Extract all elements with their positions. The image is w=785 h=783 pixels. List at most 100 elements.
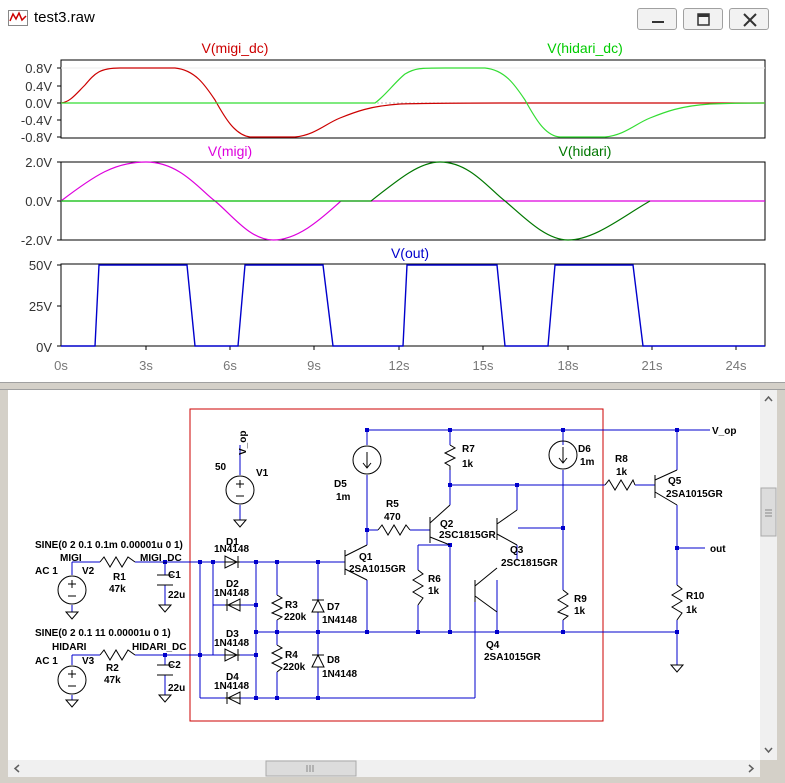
d6-value: 1m: [580, 457, 595, 468]
trace-label-migi-dc: V(migi_dc): [202, 40, 269, 56]
v3-sine: SINE(0 2 0.1 11 0.00001u 0 1): [35, 628, 171, 639]
r10-resistor: [671, 584, 683, 621]
v1-value: 50: [215, 462, 227, 473]
q3-transistor: [496, 509, 518, 546]
r10-ref: R10: [686, 591, 705, 602]
q5-ref: Q5: [668, 476, 682, 487]
r4-resistor: [270, 644, 284, 673]
r6-resistor: [412, 569, 424, 606]
schematic-window: 50 V1 V_op V_op D5 1m D6 1m R7 1k R8 1k …: [0, 390, 785, 783]
d3-ref: D3: [226, 629, 239, 640]
v2-ref: V2: [82, 566, 95, 577]
junction-dots: [163, 428, 679, 700]
r4-ref: R4: [285, 650, 298, 661]
xtick-label: 18s: [558, 358, 579, 373]
d6-current-source: [548, 440, 578, 470]
scroll-right-icon: [748, 764, 755, 773]
hidari-net-label: HIDARI: [52, 642, 87, 653]
d5-ref: D5: [334, 479, 347, 490]
r8-resistor: [604, 478, 636, 491]
d3-diode: [224, 648, 240, 662]
maximize-button[interactable]: [683, 8, 723, 30]
c1-value: 22u: [168, 590, 185, 601]
pane-3-frame: [60, 263, 766, 347]
r5-resistor: [377, 524, 411, 536]
c1-capacitor: [157, 574, 173, 586]
v2-ac: AC 1: [35, 566, 58, 577]
waveform-viewer[interactable]: V(migi_dc) V(hidari_dc) V(migi) V(hidari…: [0, 38, 785, 382]
d2-value: 1N4148: [214, 588, 249, 599]
vop-net-label-1: V_op: [238, 431, 249, 455]
v2-sine: SINE(0 2 0.1 0.1m 0.00001u 0 1): [35, 540, 183, 551]
c1-ref: C1: [168, 570, 181, 581]
pane-1-frame: [60, 59, 766, 139]
scroll-down-icon: [764, 747, 773, 754]
v1-ref: V1: [256, 468, 269, 479]
q4-ref: Q4: [486, 640, 500, 651]
q5-transistor: [654, 469, 678, 506]
r1-value: 47k: [109, 584, 126, 595]
d1-value: 1N4148: [214, 544, 249, 555]
q4-transistor: [474, 567, 498, 613]
r5-value: 470: [384, 512, 401, 523]
r9-value: 1k: [574, 606, 586, 617]
q5-value: 2SA1015GR: [666, 489, 723, 500]
ytick-label: 0.8V: [25, 61, 52, 76]
minimize-button[interactable]: [637, 8, 677, 30]
ytick-label: -0.4V: [21, 113, 52, 128]
ytick-label: 0.0V: [25, 194, 52, 209]
trace-label-out: V(out): [391, 245, 429, 261]
ytick-label: -2.0V: [21, 233, 52, 248]
trace-out: [61, 264, 765, 347]
d2-ref: D2: [226, 579, 239, 590]
d7-ref: D7: [327, 602, 340, 613]
vertical-scroll-thumb: [760, 487, 777, 537]
d1-ref: D1: [226, 537, 239, 548]
trace-hidari: [61, 161, 651, 241]
r7-value: 1k: [462, 459, 474, 470]
vertical-scrollbar[interactable]: [760, 390, 777, 760]
d8-value: 1N4148: [322, 669, 357, 680]
xtick-label: 21s: [642, 358, 663, 373]
xtick-label: 24s: [726, 358, 747, 373]
trace-hidari-dc: [61, 67, 766, 138]
v3-ac: AC 1: [35, 656, 58, 667]
r10-value: 1k: [686, 605, 698, 616]
d7-diode: [311, 598, 325, 613]
ytick-label: 0.0V: [25, 96, 52, 111]
trace-label-hidari-dc: V(hidari_dc): [547, 40, 622, 56]
ytick-label: 0V: [36, 340, 52, 355]
xtick-label: 6s: [223, 358, 237, 373]
horizontal-scrollbar[interactable]: [8, 760, 760, 777]
scroll-up-icon: [764, 395, 773, 402]
trace-label-migi: V(migi): [208, 143, 252, 159]
window-titlebar: test3.raw: [0, 0, 785, 39]
migi-dc-net-label: MIGI_DC: [140, 553, 182, 564]
maximize-icon: [697, 13, 710, 26]
r7-ref: R7: [462, 444, 475, 455]
window-title: test3.raw: [34, 9, 95, 26]
ytick-label: 2.0V: [25, 155, 52, 170]
r9-ref: R9: [574, 594, 587, 605]
q2-value: 2SC1815GR: [439, 530, 496, 541]
r9-resistor: [556, 589, 569, 621]
r1-resistor: [99, 556, 136, 568]
close-icon: [743, 13, 757, 27]
close-button[interactable]: [729, 8, 769, 30]
ytick-label: 50V: [29, 258, 52, 273]
v3-source: [57, 665, 87, 695]
schematic-canvas[interactable]: 50 V1 V_op V_op D5 1m D6 1m R7 1k R8 1k …: [8, 390, 760, 760]
r7-resistor: [443, 444, 457, 470]
selection-box: [189, 408, 604, 722]
trace-migi-dc: [60, 67, 765, 138]
r8-ref: R8: [615, 454, 628, 465]
d7-value: 1N4148: [322, 615, 357, 626]
pane-splitter[interactable]: [0, 382, 785, 390]
d2-diode: [225, 598, 241, 612]
q3-value: 2SC1815GR: [501, 558, 558, 569]
v2-source: [57, 575, 87, 605]
q3-ref: Q3: [510, 545, 524, 556]
d5-current-source: [352, 445, 382, 475]
d4-value: 1N4148: [214, 681, 249, 692]
v1-source: [225, 475, 255, 505]
